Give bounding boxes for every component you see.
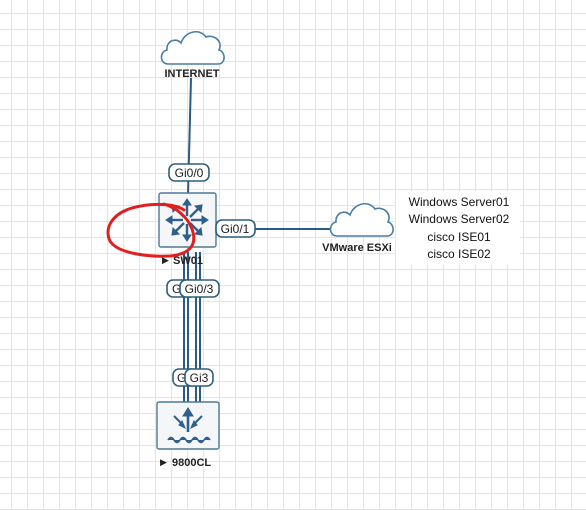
cloud-icon [160,30,225,65]
esxi-node[interactable]: VMware ESXi [322,202,394,254]
internet-node[interactable]: INTERNET [160,30,225,80]
esxi-vm-list: Windows Server01 Windows Server02 cisco … [396,191,520,265]
svg-text:Gi0/0: Gi0/0 [175,166,204,180]
port-label-gi3[interactable]: Gi3 [184,368,214,387]
svg-text:Gi0/1: Gi0/1 [221,222,250,236]
internet-label: INTERNET [165,68,220,80]
cloud-icon [329,202,394,237]
svg-text:G: G [172,282,181,296]
sw01-label: SW01 [173,255,203,267]
sw01-marker: ▶ [162,255,169,265]
svg-text:Gi3: Gi3 [190,371,209,385]
wlc-node[interactable]: ▶ 9800CL [156,401,220,469]
vm-list-item: Windows Server02 [409,212,510,226]
vm-list-background [396,191,520,265]
vm-list-item: Windows Server01 [409,195,510,209]
wireless-controller-icon [167,407,211,444]
port-label-gi0-1[interactable]: Gi0/1 [215,219,256,238]
port-label-gi0-0[interactable]: Gi0/0 [168,163,210,182]
vm-list-item: cisco ISE02 [427,247,491,261]
red-annotation-circle [106,202,196,258]
vm-list-item: cisco ISE01 [427,230,491,244]
wlc-label: 9800CL [172,457,211,469]
svg-text:Gi0/3: Gi0/3 [185,282,214,296]
wlc-marker: ▶ [160,457,167,467]
port-label-gi0-3[interactable]: Gi0/3 [179,279,220,298]
svg-text:G: G [177,371,186,385]
esxi-label: VMware ESXi [322,242,392,254]
